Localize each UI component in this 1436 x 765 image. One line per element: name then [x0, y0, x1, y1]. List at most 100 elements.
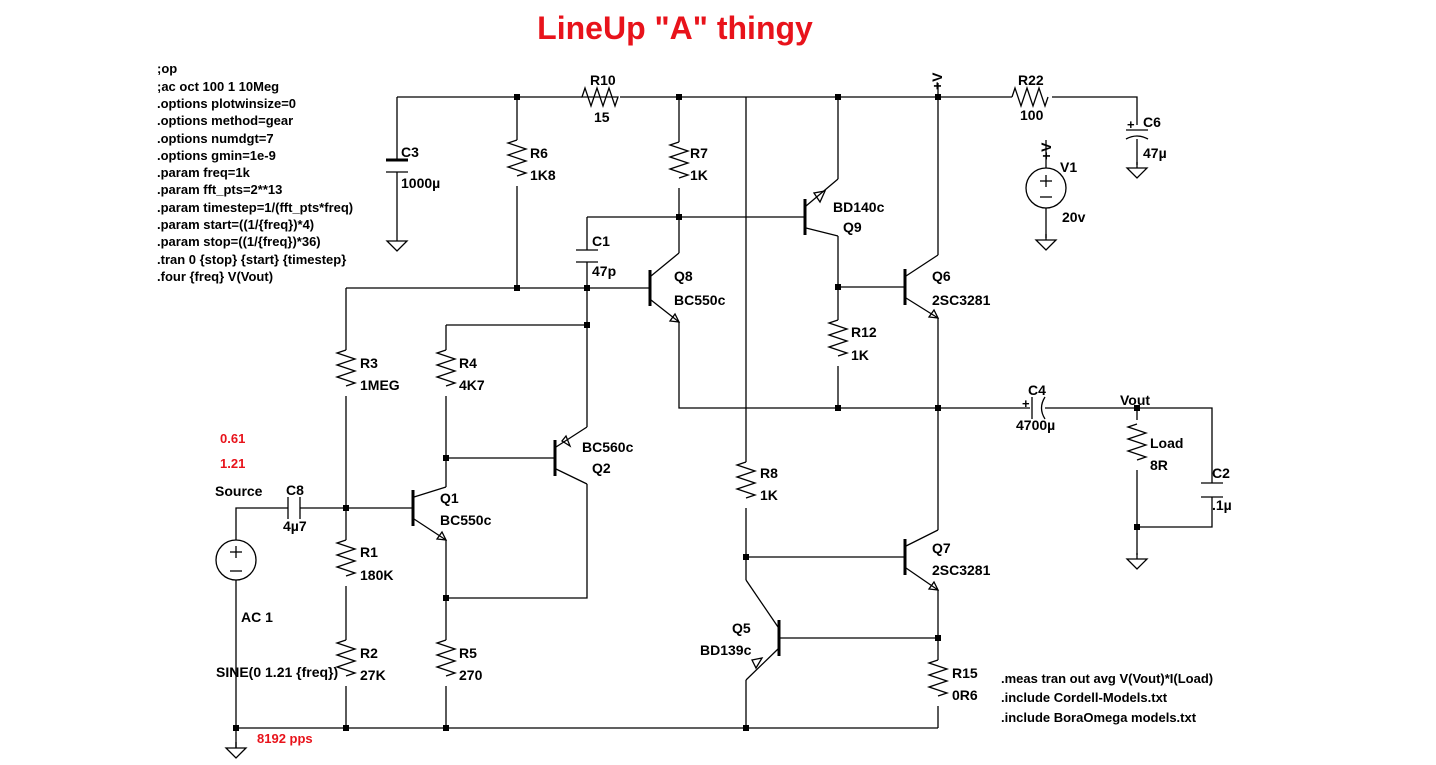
svg-text:+: + [1127, 117, 1135, 132]
transistor-q1: Q1 BC550c [411, 486, 492, 541]
directive-line: .param start=((1/{freq})*4) [157, 217, 314, 232]
wires [235, 83, 1213, 748]
component-ref: Q8 [674, 268, 693, 284]
component-value: 1K [851, 347, 869, 363]
transistor-q7: Q7 2SC3281 [903, 529, 991, 591]
component-ref: Q9 [843, 219, 862, 235]
directive-line: .options plotwinsize=0 [157, 96, 296, 111]
component-ref: Q1 [440, 490, 459, 506]
directive-line: .param freq=1k [157, 165, 251, 180]
ground-symbol [1126, 161, 1148, 179]
component-value: 15 [594, 109, 610, 125]
component-value: BC550c [440, 512, 492, 528]
component-value: 1MEG [360, 377, 400, 393]
resistor-r12: R12 1K [826, 319, 877, 363]
component-value: .1µ [1212, 497, 1232, 513]
resistor-r1: R1 180K [334, 539, 393, 583]
ground-symbol [1126, 552, 1148, 570]
component-value: 8R [1150, 457, 1168, 473]
component-value: 27K [360, 667, 386, 683]
resistor-load: Load 8R [1125, 423, 1183, 473]
component-value: 1000µ [401, 175, 440, 191]
component-value: 47p [592, 263, 616, 279]
component-ref: V1 [1060, 159, 1077, 175]
directive-line: .options gmin=1e-9 [157, 148, 276, 163]
component-value: BC550c [674, 292, 726, 308]
capacitor-c1: C1 47p [576, 233, 616, 279]
component-ref: Load [1150, 435, 1183, 451]
capacitor-c4: + C4 4700µ [1016, 382, 1055, 433]
supply-net-label: +V [929, 72, 945, 90]
component-ref: C1 [592, 233, 610, 249]
component-value: 20v [1062, 209, 1086, 225]
component-value: 1K [760, 487, 778, 503]
component-value: BD139c [700, 642, 752, 658]
component-ref: C2 [1212, 465, 1230, 481]
component-value: 4K7 [459, 377, 485, 393]
directive-line: .meas tran out avg V(Vout)*I(Load) [1001, 671, 1213, 686]
component-ref: C3 [401, 144, 419, 160]
directive-line: .param fft_pts=2**13 [157, 182, 282, 197]
diagram-title: LineUp "A" thingy [537, 10, 813, 46]
resistor-r22: R22 100 [1011, 72, 1049, 123]
component-value: 180K [360, 567, 393, 583]
component-value: 1K8 [530, 167, 556, 183]
capacitor-c6: + C6 47µ [1125, 114, 1167, 161]
transistor-q8: Q8 BC550c [648, 252, 726, 323]
component-ref: R2 [360, 645, 378, 661]
transistor-q9: BD140c Q9 [803, 178, 885, 237]
source-name: Source [215, 483, 263, 499]
net-label-vout: Vout [1120, 392, 1150, 408]
capacitor-c3: C3 1000µ [386, 144, 440, 191]
resistor-r5: R5 270 [434, 639, 483, 683]
component-value: 2SC3281 [932, 562, 991, 578]
component-value: 270 [459, 667, 483, 683]
directive-line: .tran 0 {stop} {start} {timestep} [157, 252, 346, 267]
component-ref: R3 [360, 355, 378, 371]
component-ref: R4 [459, 355, 477, 371]
resistor-r10: R10 15 [581, 72, 619, 125]
component-value: BD140c [833, 199, 885, 215]
resistor-r4: R4 4K7 [434, 349, 485, 393]
amplitude-annotation: 1.21 [220, 456, 245, 471]
component-ref: R5 [459, 645, 477, 661]
component-ref: R6 [530, 145, 548, 161]
directive-line: .param stop=((1/{freq})*36) [157, 234, 321, 249]
ground-symbol [386, 234, 408, 252]
capacitor-c8: C8 4µ7 [283, 482, 307, 534]
component-ref: R10 [590, 72, 616, 88]
directive-line: .options numdgt=7 [157, 131, 274, 146]
component-ref: R22 [1018, 72, 1044, 88]
component-ref: C4 [1028, 382, 1046, 398]
ground-symbol [1035, 233, 1057, 251]
directive-line: .include BoraOmega models.txt [1001, 710, 1197, 725]
component-ref: R15 [952, 665, 978, 681]
voltage-source-v1: +V V1 20v [1025, 142, 1086, 225]
component-value: 1K [690, 167, 708, 183]
spice-directives: ;op ;ac oct 100 1 10Meg .options plotwin… [157, 61, 353, 284]
source-ac: AC 1 [241, 609, 273, 625]
transistor-q6: Q6 2SC3281 [903, 254, 991, 319]
component-ref: R7 [690, 145, 708, 161]
meas-directives: .meas tran out avg V(Vout)*I(Load) .incl… [1001, 671, 1213, 725]
component-ref: Q2 [592, 460, 611, 476]
component-ref: R12 [851, 324, 877, 340]
component-ref: Q5 [732, 620, 751, 636]
component-ref: R8 [760, 465, 778, 481]
resistor-r15: R15 0R6 [926, 659, 978, 703]
directive-line: .include Cordell-Models.txt [1001, 690, 1168, 705]
transistor-q2: BC560c Q2 [553, 426, 634, 485]
source-sine: SINE(0 1.21 {freq}) [216, 664, 338, 680]
component-value: 0R6 [952, 687, 978, 703]
component-ref: R1 [360, 544, 378, 560]
resistor-r7: R7 1K [667, 141, 708, 183]
directive-line: .four {freq} V(Vout) [157, 269, 273, 284]
svg-text:+: + [1022, 396, 1030, 411]
component-value: 2SC3281 [932, 292, 991, 308]
component-ref: C6 [1143, 114, 1161, 130]
directive-line: .options method=gear [157, 113, 293, 128]
signal-source: Source AC 1 SINE(0 1.21 {freq}) [215, 483, 338, 680]
component-ref: Q6 [932, 268, 951, 284]
